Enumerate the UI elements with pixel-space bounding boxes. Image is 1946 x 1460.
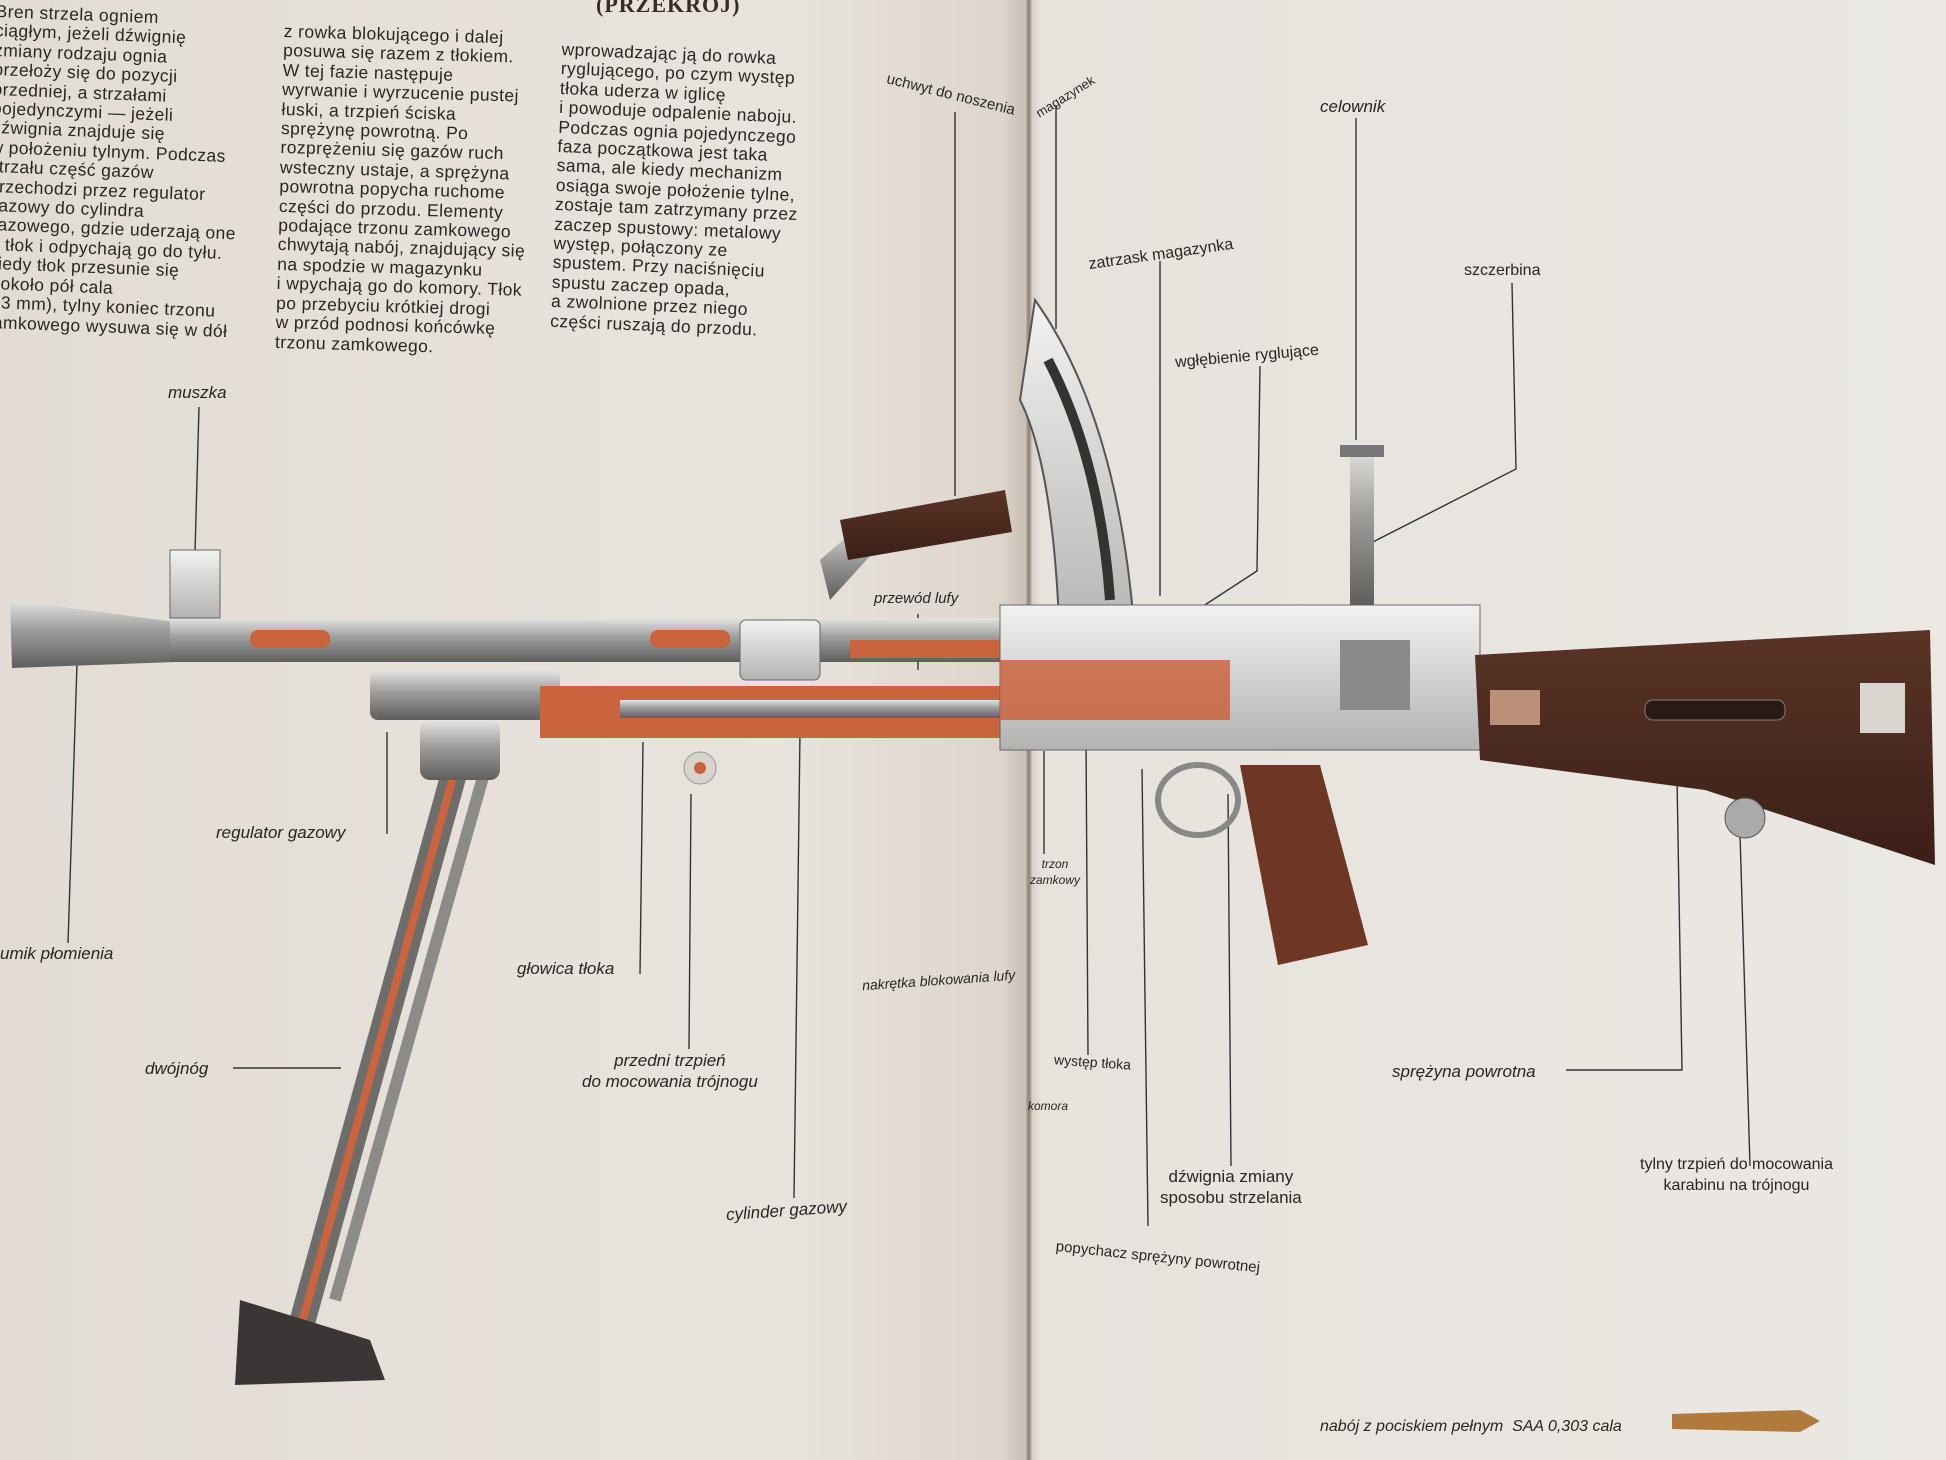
label-dzwignia-zmiany: dźwignia zmiany sposobu strzelania <box>1160 1167 1302 1207</box>
pistol-grip <box>1240 765 1368 965</box>
carrying-handle <box>820 490 1012 600</box>
label-szczerbina: szczerbina <box>1464 262 1541 279</box>
label-dwojnog: dwójnóg <box>145 1059 209 1078</box>
receiver <box>999 445 1481 838</box>
label-tlumik-plomienia: umik płomienia <box>0 944 114 963</box>
label-przewod-lufy: przewód lufy <box>874 590 959 607</box>
leader-lines <box>67 105 1751 1227</box>
barrel-assembly <box>10 549 1010 785</box>
label-trzon-zamkowy: trzon zamkowy <box>1030 857 1081 887</box>
label-sprezyna-powrotna: sprężyna powrotna <box>1392 1062 1536 1081</box>
label-komora: komora <box>1028 1099 1069 1113</box>
label-tylny-trzpien: tylny trzpień do mocowania karabinu na t… <box>1640 1156 1833 1194</box>
buttstock <box>1475 630 1935 865</box>
label-regulator-gazowy: regulator gazowy <box>216 823 346 842</box>
label-naboj: nabój z pociskiem pełnym SAA 0,303 cala <box>1320 1418 1622 1435</box>
label-celownik: celownik <box>1320 97 1386 116</box>
bipod <box>235 720 500 1385</box>
label-glowica-tloka: głowica tłoka <box>517 959 615 978</box>
label-muszka: muszka <box>168 383 227 402</box>
section-heading: (PRZEKRÓJ) <box>596 0 741 17</box>
magazine <box>1018 297 1137 652</box>
cartridge-icon <box>1672 1410 1820 1432</box>
label-przedni-trzpien: przedni trzpień do mocowania trójnogu <box>582 1051 758 1091</box>
